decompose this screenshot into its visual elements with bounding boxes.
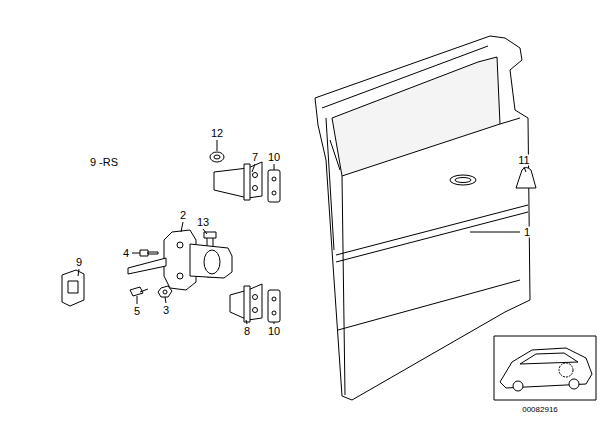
plug-part bbox=[516, 168, 536, 189]
hinge-bolt bbox=[253, 295, 258, 300]
plate-hole bbox=[272, 177, 276, 181]
grommet-hole bbox=[214, 155, 220, 159]
door-edge bbox=[342, 118, 520, 395]
hinge-bolt bbox=[253, 186, 258, 191]
bracket-hole bbox=[177, 242, 183, 248]
callout-number: 10 bbox=[267, 152, 281, 163]
callout-number: 4 bbox=[122, 248, 130, 259]
leader-lines bbox=[78, 140, 526, 324]
inset-car-windows bbox=[520, 353, 578, 364]
callout-number: 5 bbox=[133, 306, 141, 317]
callout-number: 10 bbox=[267, 326, 281, 337]
handle-recess bbox=[455, 178, 471, 183]
plate-hole bbox=[272, 191, 276, 195]
callout-number: 2 bbox=[179, 210, 187, 221]
hinge-pin bbox=[244, 286, 250, 322]
nut bbox=[158, 286, 172, 297]
nut-hole bbox=[163, 290, 167, 294]
bracket-hole bbox=[177, 273, 183, 279]
window-frame bbox=[322, 46, 488, 250]
hinge-bolt bbox=[253, 173, 258, 178]
callout-number: 8 bbox=[243, 326, 251, 337]
door-check-roller bbox=[204, 250, 220, 274]
door-handle bbox=[450, 175, 476, 185]
callout-number: 1 bbox=[523, 227, 531, 238]
inset-wheel bbox=[569, 379, 579, 389]
cap-recess bbox=[68, 281, 78, 293]
screw bbox=[140, 250, 158, 256]
hinge-plate bbox=[268, 170, 280, 202]
door-molding bbox=[336, 205, 528, 330]
window-opening bbox=[332, 57, 500, 176]
hinge-pin bbox=[244, 164, 250, 200]
cover-cap bbox=[62, 270, 84, 306]
door-check-housing bbox=[190, 244, 232, 278]
grommet bbox=[210, 152, 224, 162]
hinge-plate bbox=[268, 290, 280, 322]
drawing-number: 00082916 bbox=[521, 406, 559, 414]
callout-number: 13 bbox=[196, 217, 210, 228]
hinge-bolt bbox=[253, 308, 258, 313]
inset-highlight bbox=[559, 363, 573, 377]
screw bbox=[130, 287, 148, 296]
callout-number: 3 bbox=[162, 305, 170, 316]
door-check-arm bbox=[128, 258, 166, 274]
callout-number: 7 bbox=[251, 152, 259, 163]
inset-wheel bbox=[513, 381, 523, 391]
inset-car bbox=[500, 348, 592, 388]
upper-hinge bbox=[214, 162, 262, 198]
callout-number: 9 bbox=[75, 257, 83, 268]
plate-hole bbox=[272, 311, 276, 315]
variant-note: 9 -RS bbox=[89, 157, 119, 168]
callout-number: 11 bbox=[517, 155, 530, 166]
callout-number: 12 bbox=[210, 128, 224, 139]
plate-hole bbox=[272, 297, 276, 301]
inset-frame bbox=[494, 336, 596, 400]
